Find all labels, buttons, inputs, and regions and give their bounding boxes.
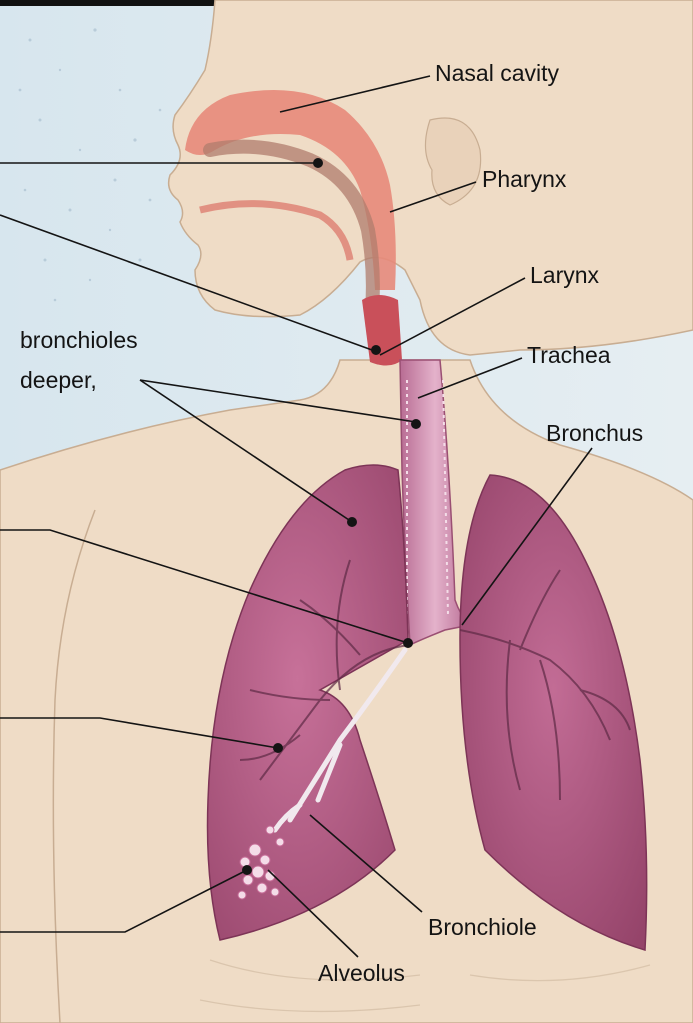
cut-off-text-deeper: deeper, <box>20 369 97 392</box>
label-trachea: Trachea <box>527 344 611 367</box>
label-bronchus: Bronchus <box>546 422 643 445</box>
cut-off-text-bronchioles: bronchioles <box>20 329 138 352</box>
label-alveolus: Alveolus <box>318 962 405 985</box>
label-nasal-cavity: Nasal cavity <box>435 62 559 85</box>
label-pharynx: Pharynx <box>482 168 566 191</box>
label-larynx: Larynx <box>530 264 599 287</box>
head-silhouette <box>169 0 693 355</box>
label-bronchiole: Bronchiole <box>428 916 537 939</box>
